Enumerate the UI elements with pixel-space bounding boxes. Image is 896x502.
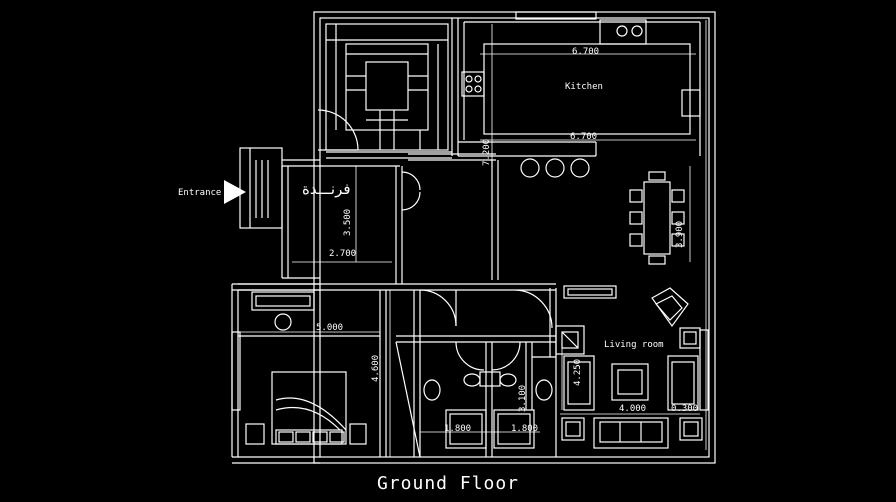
dim-bath-right-width: 1.800 — [511, 424, 539, 434]
dim-living-height: 4.250 — [573, 358, 583, 386]
kitchen — [458, 11, 701, 178]
bedroom — [231, 290, 387, 457]
dim-bath-left-width: 1.800 — [444, 424, 472, 434]
dim-bedroom-height: 4.600 — [371, 354, 381, 382]
entrance-porch — [239, 147, 320, 279]
staircase — [317, 23, 449, 151]
dim-hall-height: 3.500 — [343, 208, 353, 236]
entrance-label: Entrance — [178, 188, 222, 198]
dimension-lines — [240, 20, 707, 457]
hall-label: فرنـــدة — [302, 180, 351, 198]
kitchen-label: Kitchen — [565, 82, 603, 92]
dim-dining-height: 3.900 — [675, 220, 685, 248]
drawing-title: Ground Floor — [376, 473, 520, 494]
dining-table — [629, 171, 685, 265]
dim-living-width: 4.000 — [619, 404, 647, 414]
living-room-label: Living room — [604, 340, 664, 350]
dim-hall-width: 2.700 — [329, 249, 357, 259]
dim-bath-height: 3.100 — [518, 384, 528, 412]
living-room — [555, 285, 709, 449]
dim-kitchen-height: 7.200 — [482, 138, 492, 166]
dim-kitchen-top: 6.700 — [572, 47, 600, 57]
dim-kitchen-bottom: 6.700 — [570, 132, 598, 142]
dim-bedroom-width: 5.000 — [316, 323, 344, 333]
dim-living-small: 0.300 — [671, 404, 699, 414]
entrance-arrow-icon — [224, 180, 246, 204]
